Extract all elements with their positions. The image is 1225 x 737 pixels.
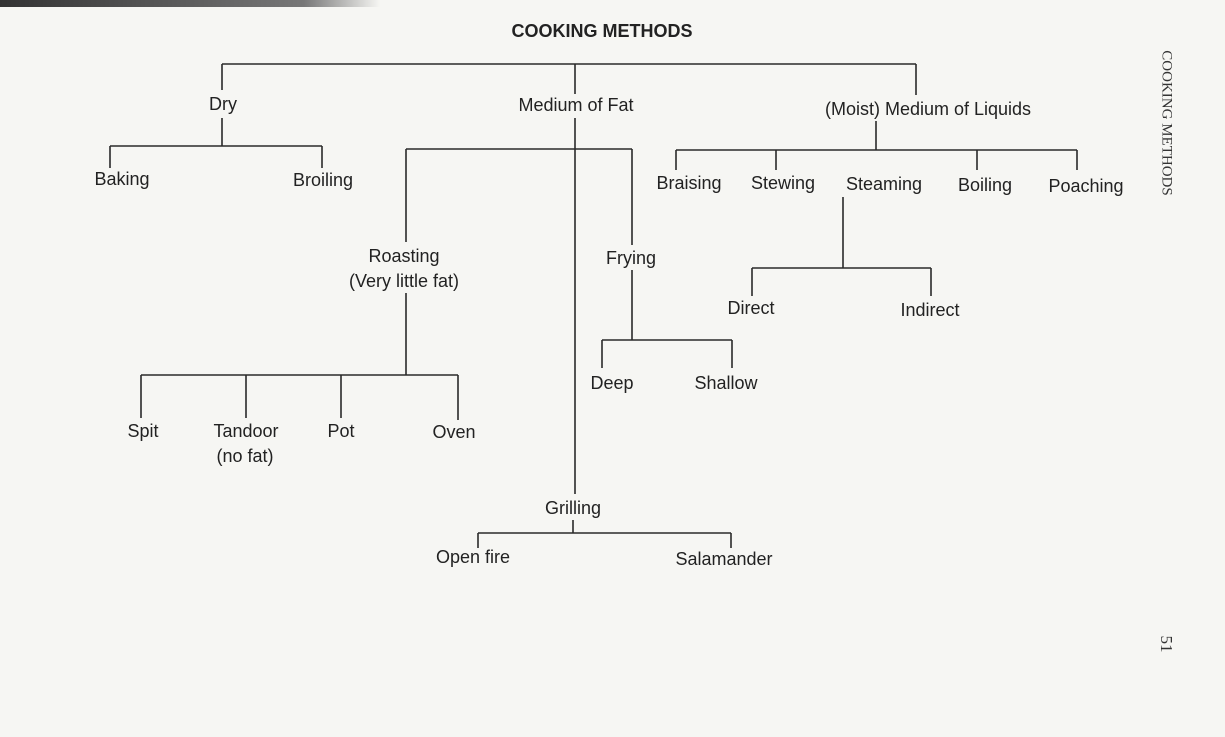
diagram-title: COOKING METHODS <box>511 21 693 41</box>
node-roasting-note: (Very little fat) <box>348 271 460 291</box>
page-number: 51 <box>1157 635 1176 653</box>
node-stewing: Stewing <box>750 173 816 193</box>
node-oven: Oven <box>432 422 476 442</box>
node-dry: Dry <box>209 94 237 114</box>
node-frying: Frying <box>605 248 657 268</box>
node-steaming: Steaming <box>845 174 923 194</box>
node-spit: Spit <box>127 421 159 441</box>
node-tandoor: Tandoor <box>213 421 279 441</box>
node-medium-of-fat: Medium of Fat <box>518 95 634 115</box>
node-broiling: Broiling <box>292 170 354 190</box>
node-tandoor-note: (no fat) <box>216 446 274 466</box>
node-direct: Direct <box>727 298 775 318</box>
node-indirect: Indirect <box>900 300 960 320</box>
node-grilling: Grilling <box>544 498 602 518</box>
node-poaching: Poaching <box>1048 176 1124 196</box>
node-baking: Baking <box>94 169 150 189</box>
node-medium-of-liquids: (Moist) Medium of Liquids <box>824 99 1032 119</box>
node-pot: Pot <box>327 421 355 441</box>
node-deep: Deep <box>590 373 634 393</box>
node-open-fire: Open fire <box>435 547 511 567</box>
scan-edge-shadow <box>0 0 380 7</box>
node-braising: Braising <box>656 173 722 193</box>
node-shallow: Shallow <box>694 373 758 393</box>
running-header: COOKING METHODS <box>1158 50 1175 196</box>
node-boiling: Boiling <box>957 175 1013 195</box>
node-salamander: Salamander <box>675 549 773 569</box>
node-roasting: Roasting <box>368 246 440 266</box>
